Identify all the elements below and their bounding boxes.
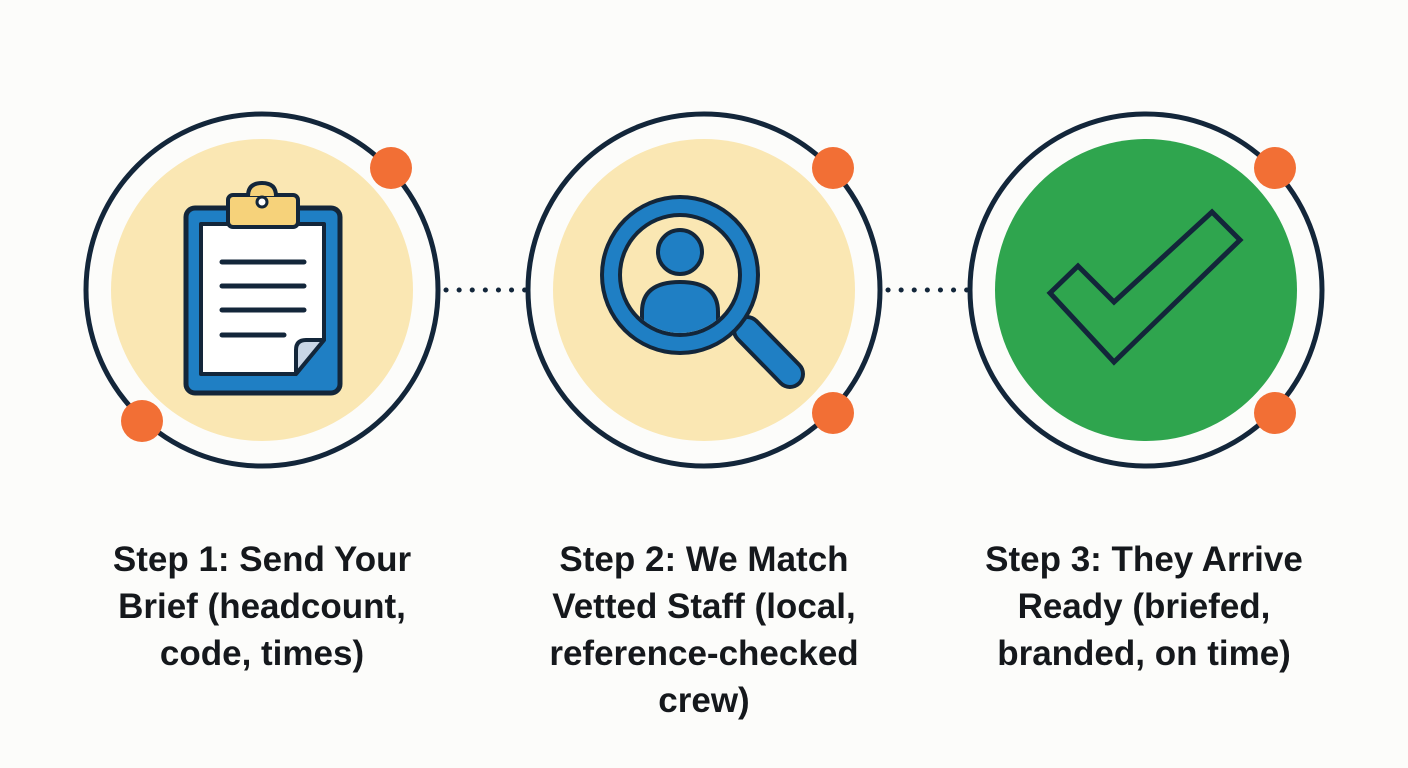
step-2-caption-line: crew) <box>658 681 750 720</box>
step-1-caption-line: code, times) <box>159 634 365 673</box>
step-3-caption: Step 3: They Arrive Ready (briefed, bran… <box>944 536 1344 677</box>
step-1-accent-dot-bottom <box>121 400 163 442</box>
step-3-caption-line: Step 3: They Arrive <box>985 540 1303 579</box>
step-1-caption: Step 1: Send Your Brief (headcount, code… <box>62 536 462 677</box>
step-2-accent-dot-bottom <box>812 392 854 434</box>
step-3-caption-line: Ready (briefed, <box>1017 587 1271 626</box>
clipboard-icon <box>183 180 343 396</box>
step-3-disc <box>995 139 1297 441</box>
step-1-caption-line: Step 1: Send Your <box>112 540 412 579</box>
step-2-caption: Step 2: We Match Vetted Staff (local, re… <box>504 536 904 724</box>
step-3-accent-dot-bottom <box>1254 392 1296 434</box>
step-3-ring <box>967 111 1325 469</box>
step-1-ring <box>83 111 441 469</box>
step-3-caption-line: branded, on time) <box>997 634 1291 673</box>
step-1-accent-dot-top <box>370 147 412 189</box>
step-2-caption-line: Step 2: We Match <box>559 540 849 579</box>
step-3-node <box>967 111 1325 469</box>
step-2-caption-line: reference-checked <box>549 634 859 673</box>
step-2-node <box>525 111 883 469</box>
process-graphic <box>83 111 1325 469</box>
step-2-ring <box>525 111 883 469</box>
magnifier-person-icon <box>600 195 805 389</box>
step-3-accent-dot-top <box>1254 147 1296 189</box>
checkmark-icon <box>1046 208 1244 366</box>
step-1-node <box>83 111 441 469</box>
step-1-caption-line: Brief (headcount, <box>118 587 406 626</box>
step-2-caption-line: Vetted Staff (local, <box>552 587 856 626</box>
step-2-accent-dot-top <box>812 147 854 189</box>
